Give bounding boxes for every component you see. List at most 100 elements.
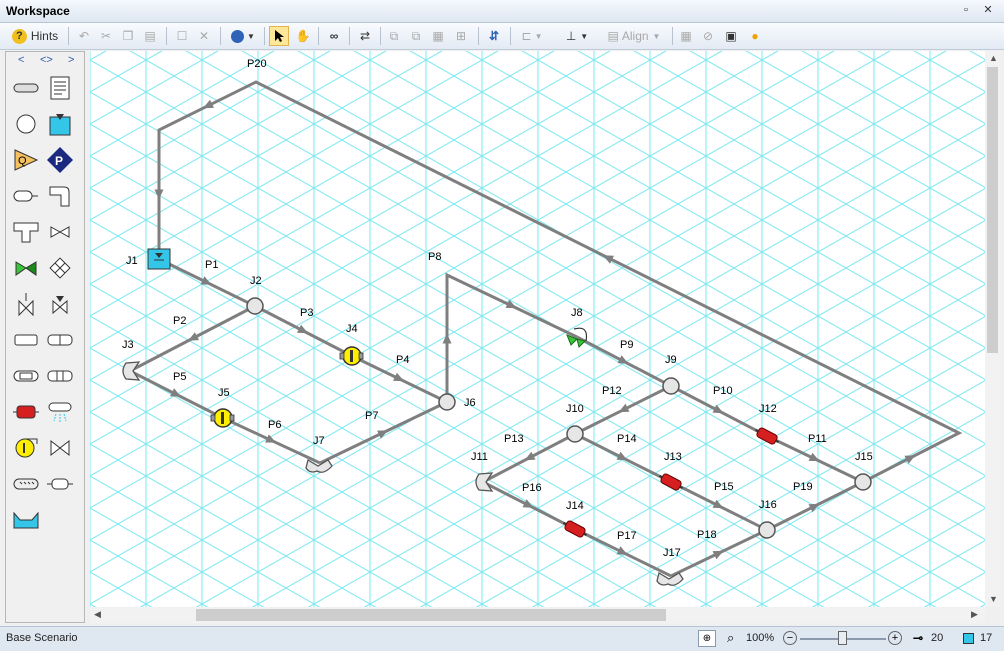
pipe-p20[interactable] [157,80,963,484]
zoom-in-button[interactable]: + [888,631,902,645]
pipe-p8[interactable] [445,272,578,402]
delete-icon[interactable]: ✕ [198,29,210,43]
separator-tool[interactable] [46,434,74,462]
check-valve-j8[interactable] [566,327,588,348]
control-valve-tool[interactable] [12,290,40,318]
branch-junction-j15[interactable] [854,473,872,491]
branch-tool[interactable] [12,110,40,138]
dead-end-tool[interactable] [12,182,40,210]
component-j13[interactable] [657,471,685,492]
table-icon[interactable]: ▦ [680,29,692,43]
reservoir-j1[interactable] [147,248,171,270]
volume-balance-tool[interactable] [46,470,74,498]
component-j12[interactable] [753,425,781,446]
cut-icon[interactable]: ✂ [100,29,112,43]
spray-icon [48,402,72,422]
spray-discharge-tool[interactable] [46,398,74,426]
annotation-button[interactable]: ⇵ [483,26,505,46]
valve-tool[interactable] [46,218,74,246]
reverse-direction-button[interactable]: ⇄ [354,26,376,46]
relief-valve-tool[interactable] [46,254,74,282]
find-button[interactable]: ∞ [323,26,345,46]
send-back-icon[interactable]: ⧉ [411,28,421,43]
area-change-tool[interactable] [12,326,40,354]
check-valve-tool[interactable] [12,254,40,282]
ungroup-icon[interactable]: ⊞ [455,29,467,43]
pipe-tool[interactable] [12,74,40,102]
arrow-select-tool[interactable] [269,26,289,46]
horizontal-scroll-thumb[interactable] [196,609,666,621]
globe-dropdown-button[interactable]: ▼ [226,26,260,46]
close-icon[interactable]: ✕ [983,4,993,16]
scroll-up-icon[interactable]: ▲ [989,53,998,63]
workspace-layers-button[interactable]: ▣ [720,26,742,46]
pipe-count: 20 [931,632,944,644]
check-valve-icon [15,261,37,276]
separator-j3[interactable] [122,361,141,381]
reservoir-tool[interactable] [46,110,74,138]
pump-j4[interactable] [339,346,364,366]
assigned-flow-tool[interactable]: Q [12,146,40,174]
screen-tool[interactable] [46,362,74,390]
branch-junction-j2[interactable] [246,297,264,315]
branch-junction-j16[interactable] [758,521,776,539]
zoom-out-button[interactable]: − [783,631,797,645]
assigned-pressure-tool[interactable]: P [46,146,74,174]
label-p13: P13 [504,433,524,445]
pump-tool[interactable] [12,434,40,462]
copy-icon[interactable]: ❐ [122,29,134,43]
scroll-right-icon[interactable]: ▶ [971,609,978,619]
bend-tool[interactable] [46,182,74,210]
pressure-valve-tool[interactable] [46,290,74,318]
annotation-tool[interactable] [46,74,74,102]
scenario-name: Base Scenario [6,632,78,644]
chevron-down-icon: ▼ [534,31,543,41]
bend-j17[interactable] [656,571,684,586]
palette-next-button[interactable]: > [68,54,75,66]
branch-junction-j9[interactable] [662,377,680,395]
dock-icon[interactable]: ▫ [964,4,968,16]
heat-exchanger-tool[interactable] [12,362,40,390]
horizontal-scrollbar[interactable]: ◀ ▶ [90,607,985,623]
tips-button[interactable]: ● [744,26,766,46]
scroll-left-icon[interactable]: ◀ [94,609,101,619]
hints-button[interactable]: ? Hints [6,26,64,46]
palette-nav-button[interactable]: <> [40,54,53,66]
label-j2: J2 [250,275,262,287]
zoom-slider-handle[interactable] [838,631,847,645]
zoom-to-fit-button[interactable]: ⊕ [698,630,716,647]
scroll-down-icon[interactable]: ▼ [989,594,998,604]
label-j17: J17 [663,547,681,559]
separator-j11[interactable] [475,472,494,492]
tank-tool[interactable] [12,506,40,534]
label-j11: J11 [471,451,488,463]
align-dropdown[interactable]: ▤ Align ▼ [600,26,668,46]
select-all-icon[interactable]: ☐ [176,29,188,43]
palette-prev-button[interactable]: < [18,54,25,66]
dead-end-icon [13,190,38,202]
bring-front-icon[interactable]: ⧉ [389,28,399,43]
tee-tool[interactable] [12,218,40,246]
vertical-scrollbar[interactable]: ▲ ▼ [985,51,1000,607]
pan-tool[interactable]: ✋ [292,26,314,46]
snap-dropdown[interactable]: ⊥ ▼ [558,26,596,46]
label-p7: P7 [365,410,378,422]
component-j14[interactable] [561,518,589,539]
pump-j5[interactable] [210,408,235,428]
filter-tool[interactable] [12,470,40,498]
bend-j7[interactable] [305,458,333,473]
no-entry-icon[interactable]: ⊘ [702,29,714,43]
paste-icon[interactable]: ▤ [144,29,156,43]
label-p18: P18 [697,529,717,541]
undo-icon[interactable]: ↶ [78,29,90,43]
vertical-scroll-thumb[interactable] [987,67,998,353]
general-component-tool[interactable] [12,398,40,426]
pipe-style-dropdown[interactable]: ⊏ ▼ [515,26,549,46]
branch-junction-j10[interactable] [566,425,584,443]
orifice-tool[interactable] [46,326,74,354]
globe-icon [231,29,245,43]
branch-junction-j6[interactable] [438,393,456,411]
group-icon[interactable]: ▦ [432,29,444,43]
